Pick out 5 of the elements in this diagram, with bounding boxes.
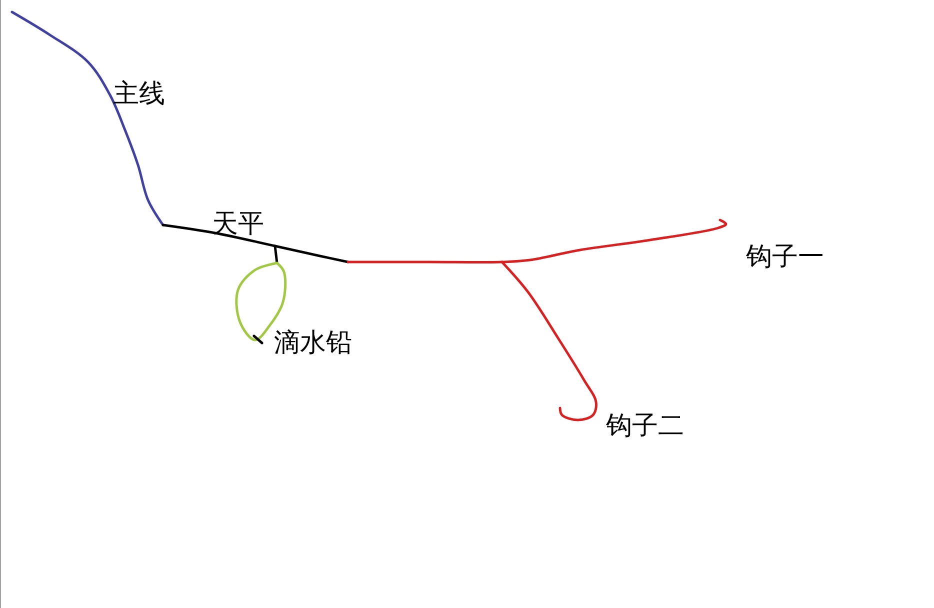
part-label: 天平 [212, 208, 264, 240]
part-label: 主线 [113, 78, 165, 110]
part-label: 滴水铅 [274, 327, 352, 359]
part-label: 钩子二 [606, 410, 684, 442]
part-label: 钩子一 [746, 241, 824, 273]
